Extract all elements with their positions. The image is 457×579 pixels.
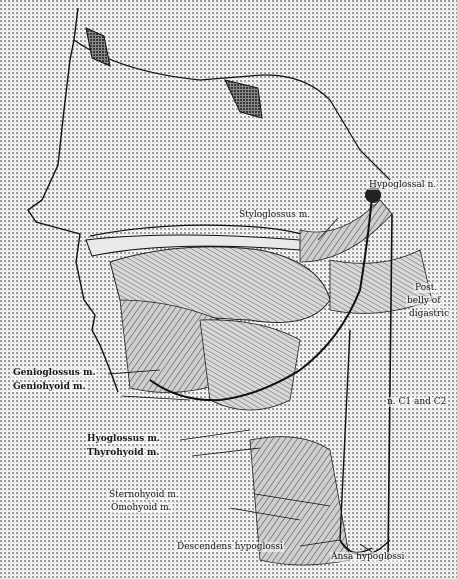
genioglossus-label: Genioglossus m. — [12, 368, 97, 378]
hyoglossus-muscle — [200, 320, 300, 410]
hypoglossal-nerve-label: Hypoglossal n. — [368, 180, 437, 190]
sternohyoid-label: Sternohyoid m. — [108, 490, 180, 500]
thyrohyoid-label: Thyrohyoid m. — [86, 448, 161, 458]
omohyoid-label: Omohyoid m. — [110, 503, 173, 513]
ansa-hypoglossi-label: Ansa hypoglossi — [330, 552, 405, 562]
post-belly-label-2: belly of — [406, 296, 442, 306]
c1-c2-label: n. C1 and C2 — [386, 397, 447, 407]
hyoglossus-label: Hyoglossus m. — [86, 434, 161, 444]
post-belly-label-1: Post. — [414, 283, 438, 293]
styloglossus-label: Styloglossus m. — [238, 210, 311, 220]
descendens-hypoglossi-label: Descendens hypoglossi — [176, 542, 284, 552]
post-belly-label-3: digastric — [408, 309, 450, 319]
geniohyoid-label: Geniohyoid m. — [12, 382, 87, 392]
